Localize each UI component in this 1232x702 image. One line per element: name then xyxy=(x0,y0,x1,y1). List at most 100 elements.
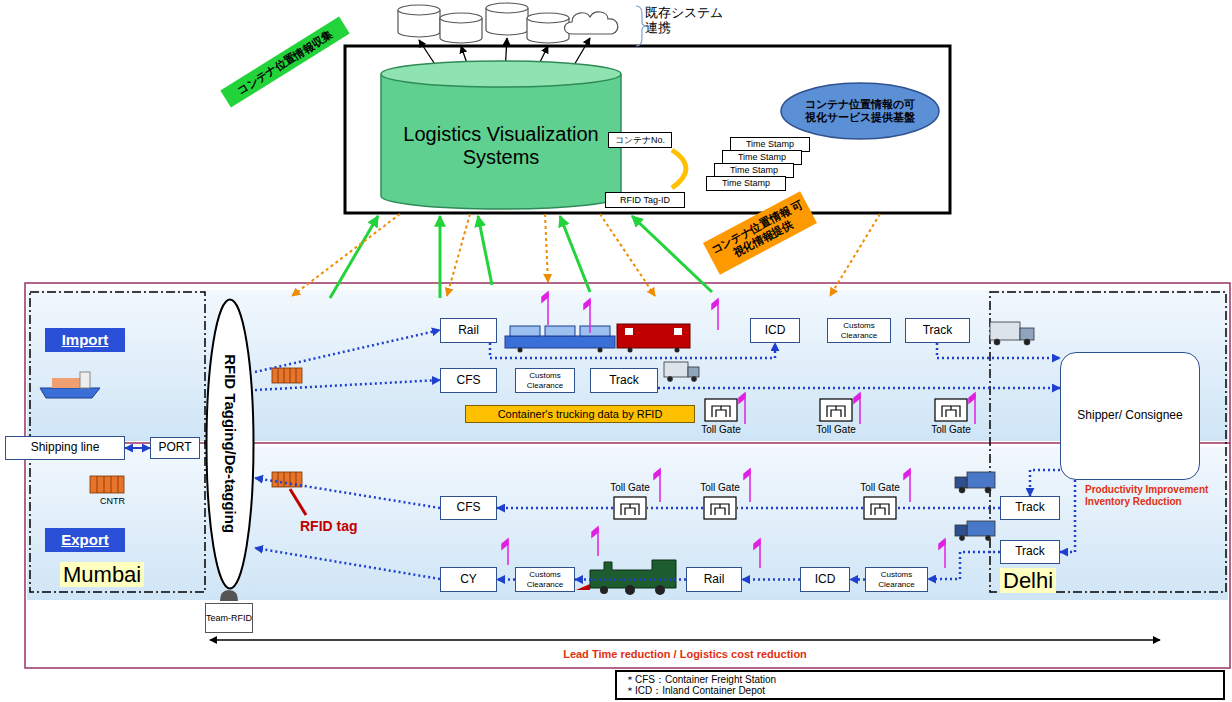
toll-gate-icon xyxy=(703,496,737,520)
node-text: Shipping line xyxy=(31,441,100,455)
rfid-readers xyxy=(939,539,945,549)
node-text: Toll Gate xyxy=(610,482,649,494)
database-icons xyxy=(486,3,528,13)
collect-arrows xyxy=(439,216,442,298)
toll-gate: Toll Gate xyxy=(704,398,738,436)
truck-icons xyxy=(985,487,991,493)
data-field-box: RFID Tag-ID xyxy=(605,192,685,208)
rfid-station-outline xyxy=(207,300,254,589)
truck-icons xyxy=(959,487,965,493)
toll-gate-icon xyxy=(827,406,845,417)
note-banner: Container's trucking data by RFID xyxy=(465,405,695,423)
truck-icons xyxy=(1024,339,1030,345)
abbreviation-box: ＊CFS：Container Freight Station＊ICD：Inlan… xyxy=(615,670,1225,700)
train-icons xyxy=(674,328,682,335)
train-icons xyxy=(580,326,610,336)
rfid-readers xyxy=(584,299,590,309)
system-link-note: 既存システム 連携 xyxy=(645,6,729,36)
system-frame xyxy=(345,46,950,213)
database-icons xyxy=(398,5,440,15)
train-icons xyxy=(505,324,690,595)
node-text: コンテナNo. xyxy=(615,135,665,145)
rfid-readers xyxy=(654,469,660,479)
node-text: Import xyxy=(62,331,109,348)
train-icons xyxy=(625,328,633,335)
node-text: ＊CFS：Container Freight Station xyxy=(625,674,776,686)
container-icons xyxy=(272,472,302,487)
node-text: コンテナ位置情報収集 xyxy=(235,27,335,96)
flow-connector xyxy=(255,330,440,372)
container-icons xyxy=(278,368,296,383)
node-text: CY xyxy=(460,573,477,587)
process-box: Track xyxy=(1000,496,1060,520)
train-icons xyxy=(576,584,590,590)
provide-arrows xyxy=(600,214,655,296)
system-cylinder-outline xyxy=(381,61,621,87)
toll-gate: Toll Gate xyxy=(613,482,647,520)
rfid-readers xyxy=(502,539,508,549)
container-icons xyxy=(90,368,302,493)
container-icons xyxy=(90,476,124,493)
train-icons xyxy=(545,326,575,336)
train-icons xyxy=(598,348,603,353)
truck-icons xyxy=(688,367,699,377)
rfid-readers xyxy=(754,539,760,549)
flow-heading: Import xyxy=(45,328,125,352)
toll-gate-icon xyxy=(819,398,853,422)
process-box: CFS xyxy=(440,496,497,520)
flow-connector xyxy=(937,343,1060,358)
truck-icons xyxy=(994,339,1000,345)
rfid-station: RFID Tagging/De-tagging xyxy=(205,298,255,590)
toll-gate-icon xyxy=(711,504,729,515)
node-text: Track xyxy=(1015,501,1045,515)
flow-connector xyxy=(575,578,686,581)
toll-gate-icon xyxy=(705,399,737,421)
toll-gate-icon xyxy=(934,398,968,422)
node-text: CFS xyxy=(457,501,481,515)
flow-connector xyxy=(737,507,863,510)
node-text: RFID Tagging/De-tagging xyxy=(221,355,238,534)
provide-banner: コンテナ位置情報 可視化情報提供 xyxy=(703,191,817,274)
ship-icon xyxy=(40,372,100,398)
node-text: Rail xyxy=(458,324,479,338)
provide-arrows xyxy=(830,214,880,296)
flow-connector xyxy=(125,447,150,449)
sync-arrow xyxy=(672,150,686,188)
region-frame xyxy=(25,283,1230,668)
node-text: Track xyxy=(923,324,953,338)
process-box: PORT xyxy=(150,437,200,459)
toll-gate-icon xyxy=(621,504,639,515)
truck-icons xyxy=(664,322,1034,541)
container-icons xyxy=(272,368,302,383)
customs-box: Customs Clearance xyxy=(515,567,575,592)
collect-arrows xyxy=(330,216,378,298)
toll-gate-icon xyxy=(935,399,967,421)
toll-gate: Toll Gate xyxy=(703,482,737,520)
process-box: Track xyxy=(590,368,658,393)
node-text: Customs Clearance xyxy=(828,321,890,339)
rfid-readers xyxy=(904,469,910,479)
toll-gate: Toll Gate xyxy=(863,482,897,520)
collect-banner: コンテナ位置情報収集 xyxy=(220,16,349,107)
flow-connector xyxy=(1030,470,1060,496)
node-text: コンテナ位置情報 可視化情報提供 xyxy=(706,196,815,270)
toll-gate-icon xyxy=(614,497,646,519)
rfid-readers xyxy=(739,393,745,403)
truck-icons xyxy=(960,536,965,541)
region-frame xyxy=(25,283,1230,668)
city-label: Mumbai xyxy=(60,562,144,587)
benefit-note: Lead Time reduction / Logistics cost red… xyxy=(530,648,840,661)
node-text: ＊ICD：Inland Container Depot xyxy=(625,685,765,697)
train-icons xyxy=(505,336,615,348)
process-box: Track xyxy=(1000,540,1060,564)
flow-connector xyxy=(850,578,865,581)
flow-connector xyxy=(255,548,440,579)
train-icons xyxy=(600,586,608,594)
toll-gate-icon xyxy=(704,497,736,519)
toll-gate-icon xyxy=(613,496,647,520)
node-text: Shipper/ Consignee xyxy=(1077,409,1182,423)
toll-gate-icon xyxy=(704,398,738,422)
node-text: PORT xyxy=(158,441,191,455)
rfid-readers xyxy=(712,299,718,309)
ship-icon xyxy=(80,372,90,388)
